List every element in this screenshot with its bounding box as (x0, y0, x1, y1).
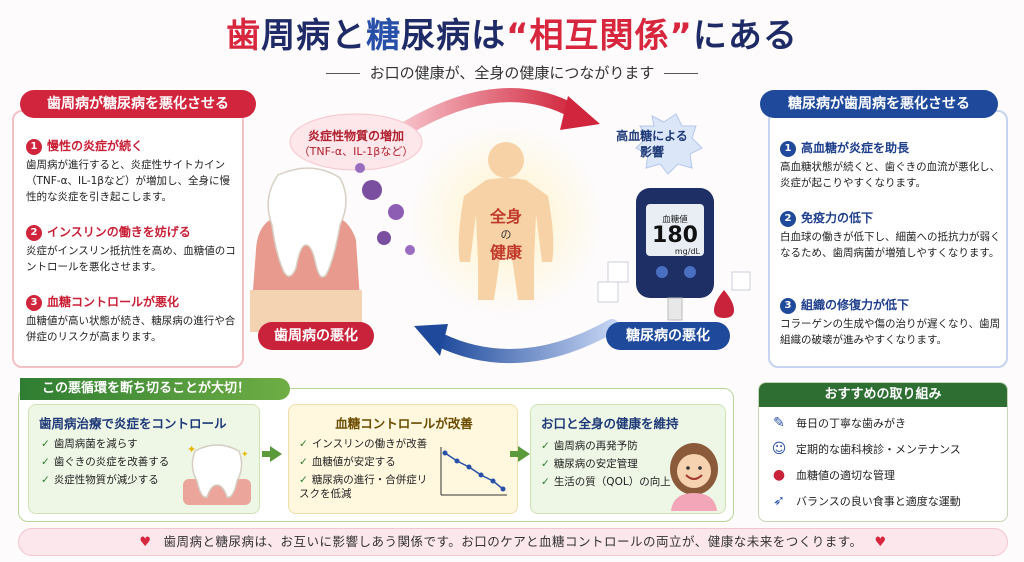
left-item-2: 2 インスリンの働きを妨げる 炎症がインスリン抵抗性を高め、血糖値のコントロールを… (26, 224, 236, 275)
right-item-2: 2 免疫力の低下 白血球の働きが低下し、細菌への抵抗力が弱くなるため、歯周病菌が増… (780, 210, 1002, 261)
step-list: インスリンの働きが改善 血糖値が安定する 糖尿病の進行・合併症リスクを低減 (299, 437, 435, 505)
glucose-burst (635, 113, 703, 175)
arrow-diabetes-to-perio (414, 319, 619, 364)
item-text: コラーゲンの生成や傷の治りが遅くなり、歯周組織の破壊が進みやすくなります。 (780, 318, 1001, 346)
heart-icon: ♥ (139, 535, 152, 550)
list-item: インスリンの働きが改善 (299, 437, 435, 451)
step-title: 血糖コントロールが改善 (335, 416, 473, 431)
inflammation-label: 炎症性物質の増加 （TNF-α、IL-1βなど） (298, 129, 414, 158)
cycle-banner: この悪循環を断ち切ることが大切！ (20, 378, 290, 400)
blood-drop-icon: ● (772, 467, 786, 483)
left-panel (12, 110, 244, 368)
item-text: 血糖値が高い状態が続き、糖尿病の進行や合併症のリスクが高まります。 (26, 315, 236, 343)
footer-message: ♥歯周病と糖尿病は、お互いに影響しあう関係です。お口のケアと血糖コントロールの両… (18, 528, 1008, 556)
number-badge: 1 (26, 139, 42, 155)
list-item: 糖尿病の安定管理 (541, 455, 671, 473)
item-heading: 血糖コントロールが悪化 (47, 295, 180, 309)
meter-value: 180 (652, 223, 698, 248)
item-heading: インスリンの働きを妨げる (47, 225, 191, 239)
left-item-1: 1 慢性の炎症が続く 歯周病が進行すると、炎症性サイトカイン（TNF-α、IL-1… (26, 138, 236, 205)
left-panel-header: 歯周病が糖尿病を悪化させる (20, 90, 256, 118)
step-arrow-1 (262, 446, 282, 462)
smiling-woman-icon (670, 443, 718, 511)
step-arrow-2 (510, 446, 530, 462)
arrow-perio-to-diabetes (393, 88, 600, 139)
item-text: 高血糖状態が続くと、歯ぐきの血流が悪化し、炎症が起こりやすくなります。 (780, 161, 1001, 189)
recommendations-header: おすすめの取り組み (759, 383, 1007, 407)
perio-worsening-badge: 歯周病の悪化 (258, 322, 374, 350)
item-heading: 組織の修復力が低下 (801, 298, 910, 312)
step-title: 歯周病治療で炎症をコントロール (39, 416, 227, 431)
item-heading: 免疫力の低下 (801, 211, 874, 225)
item-heading: 慢性の炎症が続く (47, 139, 144, 153)
left-item-3: 3 血糖コントロールが悪化 血糖値が高い状態が続き、糖尿病の進行や合併症のリスクが… (26, 294, 236, 345)
glucose-meter-illustration (597, 188, 751, 321)
glucose-effect-label: 高血糖による 影響 (616, 129, 688, 159)
tooth-gum-illustration (250, 163, 415, 332)
dentist-icon: ☺ (771, 441, 787, 457)
right-item-1: 1 高血糖が炎症を助長 高血糖状態が続くと、歯ぐきの血流が悪化し、炎症が起こりやす… (780, 140, 1002, 191)
item-heading: 高血糖が炎症を助長 (801, 141, 910, 155)
decreasing-trend-chart-icon (440, 447, 507, 496)
item-text: 炎症がインスリン抵抗性を高め、血糖値のコントロールを悪化させます。 (26, 245, 236, 273)
recommendation-item: ●血糖値の適切な管理 (768, 464, 1002, 486)
meter-label: 血糖値 (662, 215, 688, 225)
subtitle-rule-right (664, 73, 699, 74)
list-item: 炎症性物質が減少する (41, 471, 169, 489)
cycle-step-1: 歯周病治療で炎症をコントロール 歯周病菌を減らす 歯ぐきの炎症を改善する 炎症性… (28, 404, 260, 514)
list-item: 歯周病菌を減らす (41, 435, 169, 453)
right-item-3: 3 組織の修復力が低下 コラーゲンの生成や傷の治りが遅くなり、歯周組織の破壊が進み… (780, 297, 1002, 348)
list-item: 歯周病の再発予防 (541, 437, 671, 455)
recommendation-item: ☺定期的な歯科検診・メンテナンス (768, 438, 1002, 460)
step-title: お口と全身の健康を維持 (541, 416, 679, 431)
cycle-step-2: 血糖コントロールが改善 インスリンの働きが改善 血糖値が安定する 糖尿病の進行・… (288, 404, 518, 514)
healthy-tooth-icon: ✦ ✦ (183, 443, 251, 505)
recommendation-item: ➶バランスの良い食事と適度な運動 (768, 490, 1002, 512)
list-item: 歯ぐきの炎症を改善する (41, 453, 170, 471)
recommendation-item: ✎毎日の丁寧な歯みがき (768, 412, 1002, 434)
item-text: 歯周病が進行すると、炎症性サイトカイン（TNF-α、IL-1βなど）が増加し、全… (26, 159, 230, 203)
svg-text:✦: ✦ (241, 450, 249, 460)
diabetes-worsening-badge: 糖尿病の悪化 (606, 322, 730, 350)
page-title: 歯周病と糖尿病は“相互関係”にある (226, 16, 798, 56)
step-list: 歯周病の再発予防 糖尿病の安定管理 生活の質（QOL）の向上 (541, 437, 671, 491)
number-badge: 1 (780, 141, 796, 157)
step-list: 歯周病菌を減らす 歯ぐきの炎症を改善する 炎症性物質が減少する (41, 435, 170, 489)
toothbrush-icon: ✎ (773, 415, 785, 431)
number-badge: 2 (780, 211, 796, 227)
whole-body-health-label: 全身 の 健康 (489, 207, 522, 262)
meter-unit: mg/dL (674, 247, 700, 256)
human-body-illustration (411, 125, 601, 315)
subtitle: お口の健康が、全身の健康につながります (0, 62, 1024, 83)
number-badge: 3 (780, 298, 796, 314)
running-icon: ➶ (773, 493, 785, 509)
subtitle-rule-left (325, 73, 360, 74)
number-badge: 2 (26, 225, 42, 241)
cycle-step-3: お口と全身の健康を維持 歯周病の再発予防 糖尿病の安定管理 生活の質（QOL）の… (530, 404, 726, 514)
svg-text:✦: ✦ (187, 443, 196, 456)
list-item: 糖尿病の進行・合併症リスクを低減 (299, 473, 435, 501)
number-badge: 3 (26, 295, 42, 311)
item-text: 白血球の働きが低下し、細菌への抵抗力が弱くなるため、歯周病菌が増殖しやすくなりま… (780, 231, 1001, 259)
list-item: 血糖値が安定する (299, 455, 435, 469)
right-panel-header: 糖尿病が歯周病を悪化させる (760, 90, 998, 118)
list-item: 生活の質（QOL）の向上 (541, 473, 671, 491)
heart-icon: ♥ (874, 535, 887, 550)
right-panel (768, 110, 1008, 368)
